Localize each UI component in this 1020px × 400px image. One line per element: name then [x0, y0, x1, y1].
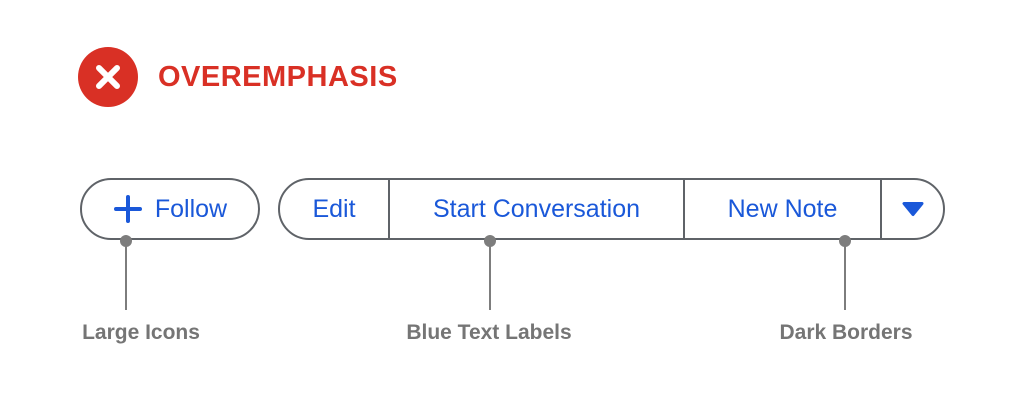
annotation-dot — [484, 235, 496, 247]
annotation-dot — [839, 235, 851, 247]
caret-down-icon — [902, 202, 923, 216]
button-group: Edit Start Conversation New Note — [278, 178, 945, 240]
annotation-label: Dark Borders — [779, 321, 913, 344]
annotation-dot — [120, 235, 132, 247]
follow-button-label: Follow — [154, 194, 228, 223]
edit-button[interactable]: Edit — [280, 180, 390, 238]
edit-button-label: Edit — [312, 194, 356, 223]
annotation-line — [844, 246, 846, 310]
start-conversation-button-label: Start Conversation — [432, 194, 641, 223]
annotation-label: Large Icons — [82, 321, 200, 344]
plus-icon — [113, 195, 142, 223]
annotation-line — [489, 246, 491, 310]
annotation-line — [125, 246, 127, 310]
start-conversation-button[interactable]: Start Conversation — [390, 180, 685, 238]
new-note-button[interactable]: New Note — [685, 180, 882, 238]
x-circle-icon — [78, 47, 138, 107]
page-title: OVEREMPHASIS — [158, 60, 398, 93]
new-note-button-label: New Note — [727, 194, 838, 223]
follow-button[interactable]: Follow — [80, 178, 260, 240]
annotation-label: Blue Text Labels — [406, 321, 572, 344]
x-icon — [96, 65, 120, 89]
header: OVEREMPHASIS — [78, 47, 398, 107]
dropdown-button[interactable] — [882, 180, 943, 238]
